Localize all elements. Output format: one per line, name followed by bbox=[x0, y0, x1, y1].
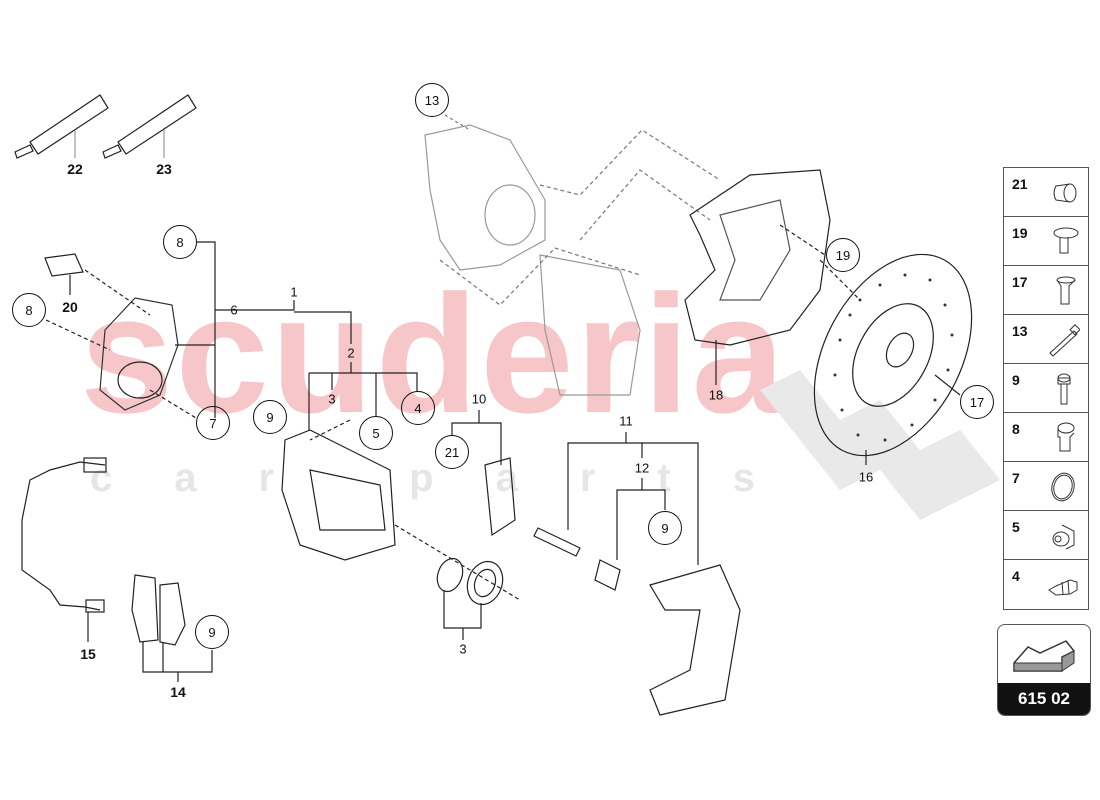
legend-row-7[interactable]: 7 bbox=[1004, 462, 1088, 511]
fastener-legend: 21 19 17 13 9 8 7 5 4 bbox=[1003, 167, 1089, 610]
part-label-3[interactable]: 3 bbox=[459, 641, 467, 657]
part-label-6[interactable]: 6 bbox=[230, 302, 238, 318]
legend-row-5[interactable]: 5 bbox=[1004, 511, 1088, 560]
legend-number: 4 bbox=[1012, 568, 1020, 584]
legend-row-17[interactable]: 17 bbox=[1004, 266, 1088, 315]
brake-disc bbox=[813, 253, 973, 457]
grease-tube-23 bbox=[102, 94, 197, 159]
part-label-2[interactable]: 2 bbox=[347, 345, 355, 361]
legend-row-19[interactable]: 19 bbox=[1004, 217, 1088, 266]
callout-17[interactable]: 17 bbox=[960, 385, 994, 419]
callout-8[interactable]: 8 bbox=[12, 293, 46, 327]
legend-row-4[interactable]: 4 bbox=[1004, 560, 1088, 609]
part-label-12[interactable]: 12 bbox=[634, 460, 650, 476]
wear-sensor-cable bbox=[21, 461, 106, 611]
caliper-carrier bbox=[649, 564, 741, 716]
checker-flag-watermark bbox=[760, 370, 1000, 520]
callout-9[interactable]: 9 bbox=[253, 400, 287, 434]
legend-number: 19 bbox=[1012, 225, 1028, 241]
legend-number: 17 bbox=[1012, 274, 1028, 290]
legend-row-21[interactable]: 21 bbox=[1004, 168, 1088, 217]
clip-nut-icon bbox=[1052, 524, 1075, 550]
grease-tube-22 bbox=[14, 94, 109, 159]
part-label-10[interactable]: 10 bbox=[471, 391, 487, 407]
bleed-valve-icon bbox=[1048, 579, 1078, 596]
part-label-16[interactable]: 16 bbox=[858, 469, 874, 485]
part-label-11[interactable]: 11 bbox=[619, 413, 633, 429]
dust-shield bbox=[684, 169, 831, 346]
callout-5[interactable]: 5 bbox=[359, 416, 393, 450]
callout-7[interactable]: 7 bbox=[196, 406, 230, 440]
brake-pad-small bbox=[484, 457, 516, 537]
part-label-20[interactable]: 20 bbox=[62, 299, 78, 315]
cap-nut-icon bbox=[1053, 183, 1077, 203]
legend-row-13[interactable]: 13 bbox=[1004, 315, 1088, 364]
part-label-15[interactable]: 15 bbox=[80, 646, 96, 662]
cap-screw-icon bbox=[1057, 422, 1075, 452]
part-label-22[interactable]: 22 bbox=[67, 161, 83, 177]
part-label-1[interactable]: 1 bbox=[290, 284, 298, 300]
brake-caliper bbox=[281, 429, 396, 561]
countersunk-screw-icon bbox=[1056, 276, 1076, 305]
parking-brake-motor bbox=[99, 297, 179, 411]
legend-row-9[interactable]: 9 bbox=[1004, 364, 1088, 413]
long-bolt-icon bbox=[1049, 324, 1080, 357]
part-label-23[interactable]: 23 bbox=[156, 161, 172, 177]
legend-number: 5 bbox=[1012, 519, 1020, 535]
callout-19[interactable]: 19 bbox=[826, 238, 860, 272]
flange-bolt-icon bbox=[1053, 227, 1079, 254]
legend-number: 7 bbox=[1012, 470, 1020, 486]
legend-number: 8 bbox=[1012, 421, 1020, 437]
callout-4[interactable]: 4 bbox=[401, 391, 435, 425]
brake-pad-right bbox=[159, 582, 186, 646]
callout-13[interactable]: 13 bbox=[415, 83, 449, 117]
legend-number: 21 bbox=[1012, 176, 1028, 192]
callout-9[interactable]: 9 bbox=[648, 511, 682, 545]
brake-pad-left bbox=[131, 574, 159, 643]
legend-number: 9 bbox=[1012, 372, 1020, 388]
o-ring-icon bbox=[1051, 472, 1075, 502]
callout-21[interactable]: 21 bbox=[435, 435, 469, 469]
part-label-3[interactable]: 3 bbox=[328, 391, 336, 407]
direction-arrow-icon bbox=[1013, 640, 1076, 672]
connector-20 bbox=[44, 253, 84, 277]
guide-pin bbox=[533, 527, 581, 557]
diagram-code: 615 02 bbox=[998, 683, 1090, 715]
callout-8[interactable]: 8 bbox=[163, 225, 197, 259]
legend-number: 13 bbox=[1012, 323, 1028, 339]
legend-row-8[interactable]: 8 bbox=[1004, 413, 1088, 462]
callout-9[interactable]: 9 bbox=[195, 615, 229, 649]
page-badge: 615 02 bbox=[997, 624, 1091, 716]
part-label-14[interactable]: 14 bbox=[170, 684, 186, 700]
guide-sleeve bbox=[594, 559, 621, 591]
caliper-reference bbox=[539, 254, 641, 396]
part-label-18[interactable]: 18 bbox=[708, 387, 724, 403]
wheel-carrier bbox=[424, 124, 546, 271]
socket-bolt-icon bbox=[1057, 373, 1071, 405]
